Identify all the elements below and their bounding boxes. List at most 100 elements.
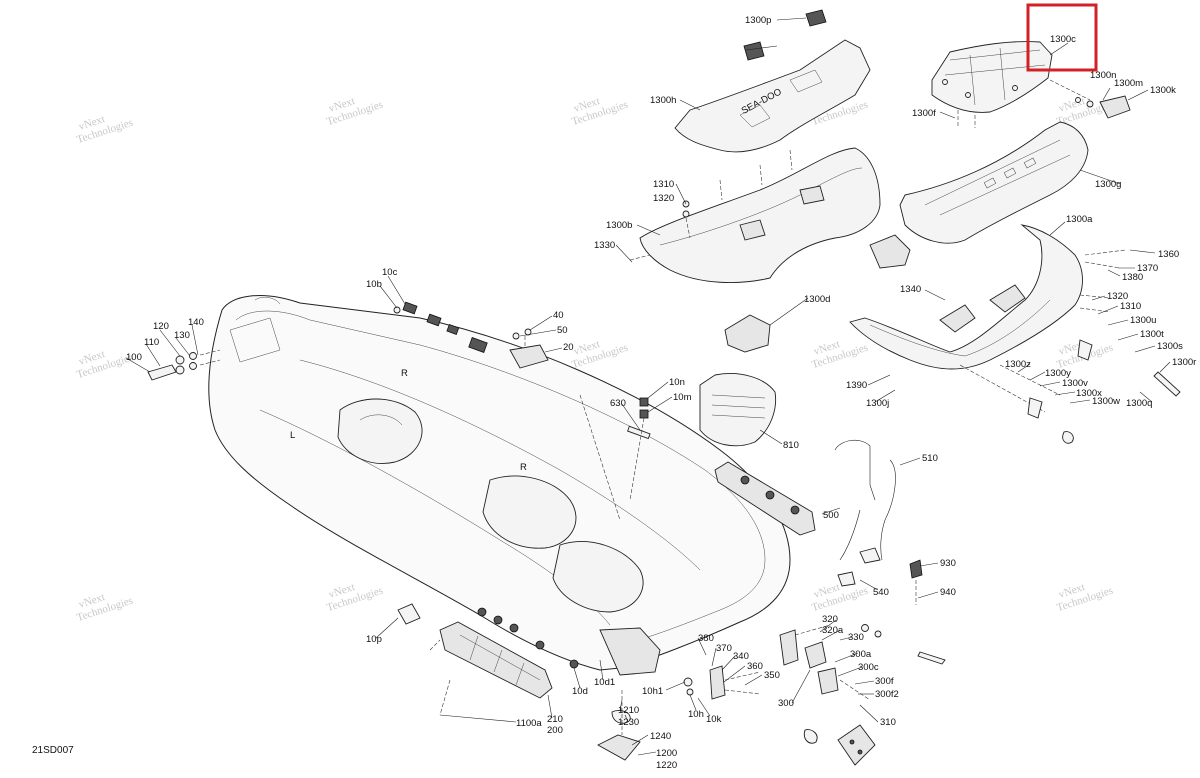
part-1200-series xyxy=(597,690,641,761)
callout-label: 1300c xyxy=(1050,34,1076,45)
callout-label: 1310 xyxy=(1120,301,1141,312)
part-1300k-1300m xyxy=(1075,95,1131,119)
callout-label: 50 xyxy=(557,325,568,336)
watermark: vNext Technologies xyxy=(325,95,384,128)
part-10p xyxy=(397,603,421,625)
part-hardware-630 xyxy=(579,394,651,521)
part-hardware-100 xyxy=(147,349,221,381)
figure-id: 21SD007 xyxy=(32,745,74,756)
callout-label: 1300a xyxy=(1066,214,1093,225)
callout-label: 200 xyxy=(547,725,563,736)
callout-label: 940 xyxy=(940,587,956,598)
callout-label: 330 xyxy=(848,632,864,643)
callout-label: 1320 xyxy=(1107,291,1128,302)
callout-label: 1300y xyxy=(1045,368,1071,379)
callout-label: 1370 xyxy=(1137,263,1158,274)
callout-label: 300 xyxy=(778,698,794,709)
callout-label: 120 xyxy=(153,321,169,332)
callout-label: 300a xyxy=(850,649,872,660)
callout-label: 1300v xyxy=(1062,378,1088,389)
callout-label: 1300g xyxy=(1095,179,1121,190)
part-hose-500 xyxy=(834,439,896,587)
callout-label: 1310 xyxy=(653,179,674,190)
watermark: vNext Technologies xyxy=(570,95,629,128)
callout-label: 630 xyxy=(610,398,626,409)
highlight-box xyxy=(1026,3,1098,72)
part-grille xyxy=(714,461,816,536)
callout-label: 10d1 xyxy=(594,677,615,688)
callout-label: 1220 xyxy=(656,760,677,771)
hull-fittings xyxy=(393,301,488,353)
callout-label: 310 xyxy=(880,717,896,728)
callout-label: 10p xyxy=(366,634,382,645)
part-1300h-deck-mat: SEA-DOO xyxy=(674,39,871,153)
callout-label: 10n xyxy=(669,377,685,388)
part-1300g-storage-bin xyxy=(899,121,1089,244)
part-300-series xyxy=(779,624,946,766)
callout-label: 1390 xyxy=(846,380,867,391)
callout-label: 1300b xyxy=(606,220,632,231)
part-intake-grate xyxy=(429,607,579,716)
callout-label: 10c xyxy=(382,267,398,278)
callout-label: 1300m xyxy=(1114,78,1143,89)
callout-label: 10d xyxy=(572,686,588,697)
callout-label: 1300n xyxy=(1090,70,1116,81)
callout-label: 540 xyxy=(873,587,889,598)
callout-label: 1300h xyxy=(650,95,676,106)
callout-label: 500 xyxy=(823,510,839,521)
callout-label: 1380 xyxy=(1122,272,1143,283)
watermark: vNext Technologies xyxy=(75,591,134,624)
callout-label: 1240 xyxy=(650,731,671,742)
callout-label: 1360 xyxy=(1158,249,1179,260)
callout-label: 320a xyxy=(822,625,844,636)
part-1300c xyxy=(931,41,1091,128)
callout-label: 360 xyxy=(747,661,763,672)
callout-label: 1200 xyxy=(656,748,677,759)
callout-label: 1300q xyxy=(1126,398,1152,409)
callout-label: 300c xyxy=(858,662,879,673)
callout-label: 1300w xyxy=(1092,396,1120,407)
callout-label: 210 xyxy=(547,714,563,725)
callout-label: 1300k xyxy=(1150,85,1176,96)
callout-label: 300f xyxy=(875,676,894,687)
part-1300d xyxy=(724,234,911,353)
callout-label: 350 xyxy=(764,670,780,681)
callout-label: 10h1 xyxy=(642,686,663,697)
hull-mark-r: R xyxy=(520,462,527,473)
callout-label: 1300d xyxy=(804,294,830,305)
callout-label: 1300r xyxy=(1172,357,1196,368)
callout-label: 320 xyxy=(822,614,838,625)
leader-lines xyxy=(125,17,1171,756)
callout-label: 1230 xyxy=(618,717,639,728)
part-1300b-seat-base xyxy=(629,147,881,283)
watermark: vNext Technologies xyxy=(1055,581,1114,614)
callout-label: 1340 xyxy=(900,284,921,295)
callout-label: 1300f xyxy=(912,108,936,119)
part-930-940 xyxy=(909,559,923,605)
callout-label: 1300x xyxy=(1076,388,1102,399)
watermark: vNext Technologies xyxy=(810,581,869,614)
callout-label: 510 xyxy=(922,453,938,464)
part-1300p xyxy=(743,9,827,61)
callout-label: 10b xyxy=(366,279,382,290)
callout-label: 1300s xyxy=(1157,341,1183,352)
callout-label: 380 xyxy=(698,633,714,644)
hull-mark-l: L xyxy=(290,430,295,441)
callout-label: 130 xyxy=(174,330,190,341)
callout-label: 100 xyxy=(126,352,142,363)
callout-label: 20 xyxy=(563,342,574,353)
callout-label: 370 xyxy=(716,643,732,654)
callout-label: 930 xyxy=(940,558,956,569)
callout-label: 10k xyxy=(706,714,722,725)
callout-label: 340 xyxy=(733,651,749,662)
callout-label: 1210 xyxy=(618,705,639,716)
callout-label: 810 xyxy=(783,440,799,451)
callout-label: 1330 xyxy=(594,240,615,251)
watermark: vNext Technologies xyxy=(570,338,629,371)
watermark: vNext Technologies xyxy=(75,113,134,146)
hull-body: R R L xyxy=(208,295,791,676)
watermark: vNext Technologies xyxy=(325,581,384,614)
part-bracket-20 xyxy=(509,328,549,369)
callout-label: 300f2 xyxy=(875,689,899,700)
